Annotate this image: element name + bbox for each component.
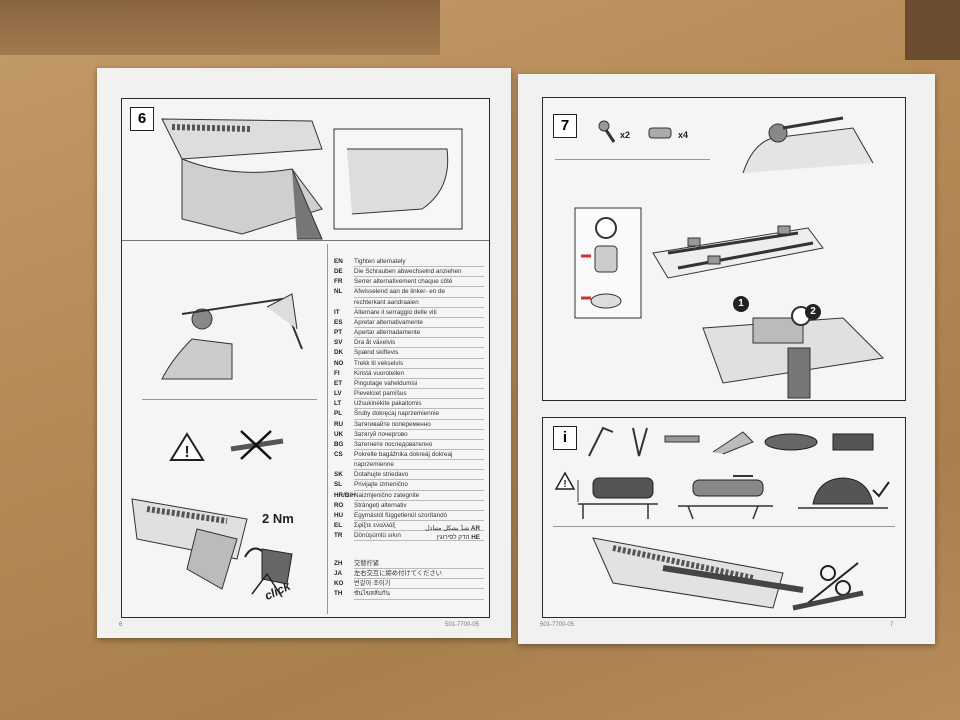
right-page: 7 x2 x4 [518,74,935,644]
language-row: شدّ بشكل متبادل AR [424,525,480,532]
person-tightening-illustration [161,293,303,380]
marker-1: 1 [733,296,749,312]
info-symbol: i [553,426,577,450]
end-cap-detail-illustration [574,207,642,319]
screw-icon [598,120,616,143]
marker-2: 2 [805,304,821,320]
warning-icon: ! [169,432,205,461]
step7-panel: 7 x2 x4 [542,97,906,401]
box-forward-illustration [678,475,773,520]
text-column-divider [327,244,328,614]
page-number: 6 [119,622,123,628]
accessory-icons [588,426,874,457]
rtl-language-list: شدّ بشكل متبادل AR הדק לסירוגין HE [372,524,480,542]
panel-divider [122,240,489,241]
language-row: הדק לסירוגין HE [436,534,480,542]
language-row: naprzemienne [334,460,484,471]
roof-bar-illustration [161,118,463,240]
step-number: 6 [130,107,154,131]
warning-icon: ! [554,471,576,490]
rack-caps-illustration [652,225,824,279]
cap-qty: x4 [678,130,689,140]
info-panel: i ! [542,417,906,618]
panel-divider [142,399,317,400]
panel-divider [555,159,710,160]
load-height-illustration [577,477,658,519]
left-page: 6 ! [97,68,511,638]
roof-person-illustration [742,116,874,174]
box-flap-corner [905,0,960,60]
box-rear-illustration [798,477,890,509]
doc-code: 501-7700-05 [540,622,575,628]
panel-divider [553,526,895,527]
torque-label: 2 Nm [262,511,294,526]
screw-qty: x2 [620,130,631,140]
step6-panel: 6 ! [121,98,490,618]
box-flap [0,0,440,55]
foot-cap-illustration [702,306,885,399]
cap-icon [648,127,672,139]
page-number: 7 [890,622,894,628]
step-number: 7 [553,114,577,138]
language-row: rechterkant aandraaien [334,298,484,308]
svg-text:!: ! [563,479,566,490]
svg-text:!: ! [184,444,189,461]
doc-code: 501-7700-05 [445,622,480,628]
no-wrench-icon [230,430,284,460]
torque-wrench-illustration [131,498,293,598]
strap-cutting-illustration [592,537,864,611]
